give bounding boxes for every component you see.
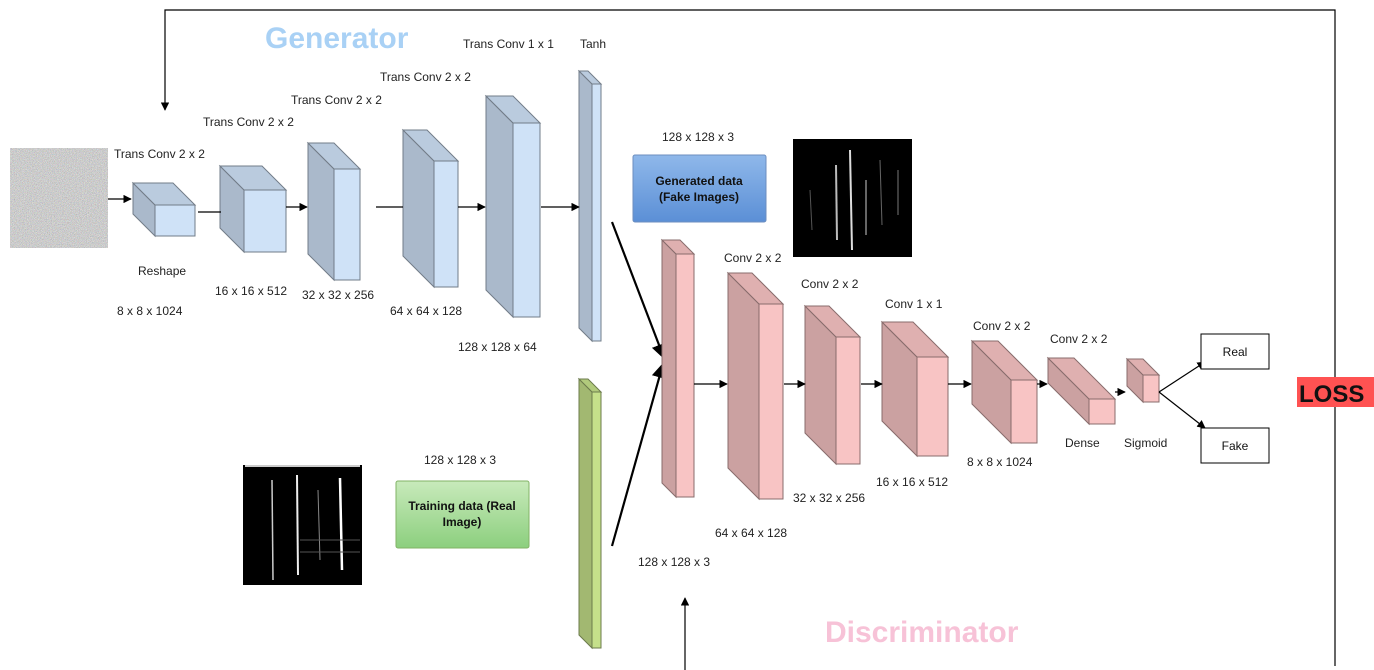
sigmoid-label: Sigmoid (1124, 436, 1167, 450)
gen-block-1 (133, 183, 195, 236)
generated-box-line1: Generated data (655, 174, 743, 188)
dis-block-4 (882, 322, 948, 456)
gen-dim-3: 32 x 32 x 256 (302, 288, 374, 302)
gen-dim-5: 128 x 128 x 64 (458, 340, 537, 354)
gen-block-5 (486, 96, 540, 317)
dis-dim-5: 8 x 8 x 1024 (967, 455, 1033, 469)
generated-dim: 128 x 128 x 3 (662, 130, 734, 144)
gen-layer-label-5: Trans Conv 1 x 1 (463, 37, 554, 51)
training-dim: 128 x 128 x 3 (424, 453, 496, 467)
training-box-line2: Image) (443, 515, 482, 529)
gen-block-6 (579, 71, 601, 341)
gen-layer-label-6: Tanh (580, 37, 606, 51)
discriminator-title: Discriminator (825, 616, 1019, 649)
training-data: 128 x 128 x 3 Training data (Real Image) (243, 453, 529, 585)
dis-layer-label-5: Conv 2 x 2 (1050, 332, 1108, 346)
loss-label: LOSS (1299, 381, 1364, 408)
gen-dim-2: 16 x 16 x 512 (215, 284, 287, 298)
generator-title: Generator (265, 22, 409, 55)
dis-layer-label-1: Conv 2 x 2 (724, 251, 782, 265)
dis-block-1 (662, 240, 694, 497)
loss-badge: LOSS (1297, 377, 1374, 408)
gen-dim-4: 64 x 64 x 128 (390, 304, 462, 318)
dis-dim-2: 64 x 64 x 128 (715, 526, 787, 540)
generated-box-line2: (Fake Images) (659, 190, 739, 204)
dis-layer-label-3: Conv 1 x 1 (885, 297, 943, 311)
dis-layer-label-2: Conv 2 x 2 (801, 277, 859, 291)
dis-dim-1: 128 x 128 x 3 (638, 555, 710, 569)
dis-dim-3: 32 x 32 x 256 (793, 491, 865, 505)
dis-block-7 (1127, 359, 1159, 402)
gen-block-4 (403, 130, 458, 287)
generated-data: 128 x 128 x 3 Generated data (Fake Image… (633, 130, 912, 257)
output-real-label: Real (1223, 345, 1248, 359)
gen-layer-label-2: Trans Conv 2 x 2 (203, 115, 294, 129)
dis-block-3 (805, 306, 860, 464)
real-input-layer (579, 379, 601, 648)
discriminator-layers (662, 240, 1159, 499)
output-fake-label: Fake (1222, 439, 1249, 453)
dis-block-5 (972, 341, 1037, 443)
output-fake: Fake (1201, 428, 1269, 463)
gen-layer-label-1: Trans Conv 2 x 2 (114, 147, 205, 161)
dense-label: Dense (1065, 436, 1100, 450)
training-box-line1: Training data (Real (408, 499, 515, 513)
fake-image (793, 139, 912, 257)
dis-block-6 (1048, 358, 1115, 424)
output-real: Real (1201, 334, 1269, 369)
dis-layer-label-4: Conv 2 x 2 (973, 319, 1031, 333)
gen-layer-label-4: Trans Conv 2 x 2 (380, 70, 471, 84)
gen-block-3 (308, 143, 360, 280)
noise-input-image (10, 148, 108, 248)
dis-block-2 (728, 273, 783, 499)
reshape-label: Reshape (138, 264, 186, 278)
gen-block-2 (220, 166, 286, 252)
real-image (243, 465, 362, 585)
dis-dim-4: 16 x 16 x 512 (876, 475, 948, 489)
gen-dim-1: 8 x 8 x 1024 (117, 304, 183, 318)
gen-layer-label-3: Trans Conv 2 x 2 (291, 93, 382, 107)
merge-connections (612, 222, 664, 546)
generated-data-box (633, 155, 766, 222)
real-block-bar (579, 379, 601, 648)
